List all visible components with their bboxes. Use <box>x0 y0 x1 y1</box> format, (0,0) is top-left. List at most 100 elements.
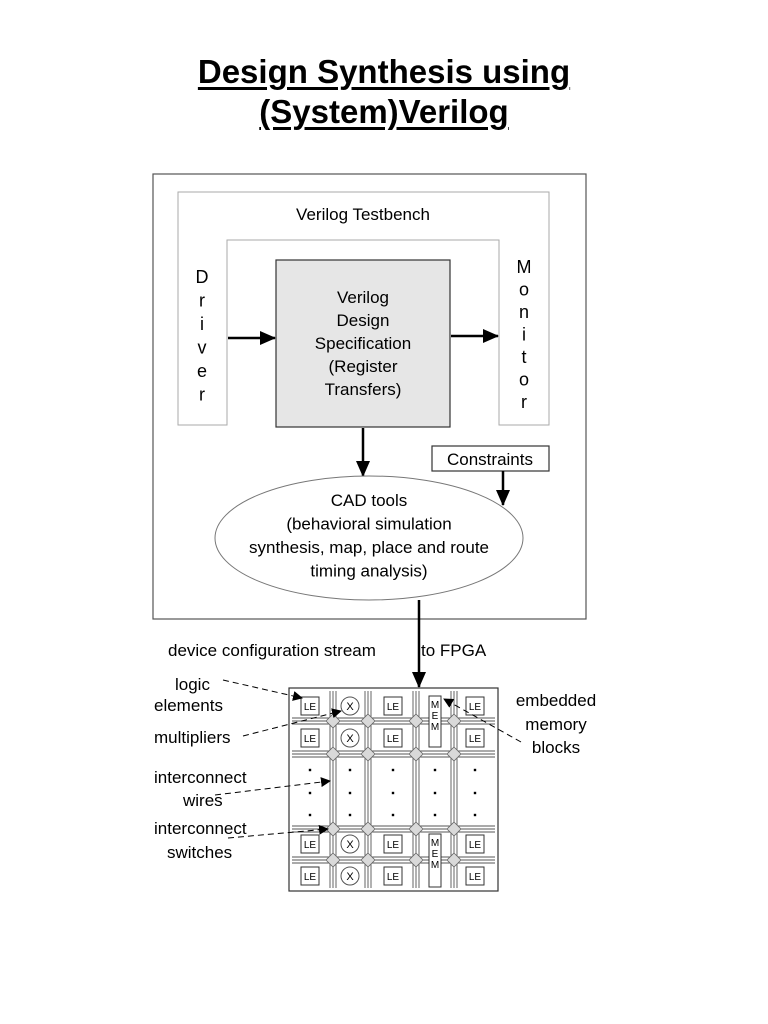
leader-multipliers <box>242 708 342 737</box>
interconnect-switch <box>446 852 462 868</box>
logic-element: LE <box>465 834 485 854</box>
logic-element-label: LE <box>387 734 400 745</box>
stream-label-left: device configuration stream <box>168 641 376 660</box>
driver-letter: i <box>200 314 204 334</box>
monitor-letter: i <box>522 325 526 345</box>
logic-element: LE <box>383 696 403 716</box>
testbench-frame <box>177 191 550 426</box>
monitor-letter: M <box>517 257 532 277</box>
leader-interconnect-switches <box>227 824 329 839</box>
interconnect-switch <box>360 746 376 762</box>
multiplier-symbol: X <box>346 701 354 713</box>
fpga-ellipsis-dots <box>308 768 477 817</box>
logic-element-label: LE <box>469 872 482 883</box>
logic-element-label: LE <box>304 734 317 745</box>
testbench-label: Verilog Testbench <box>296 205 430 224</box>
page-title-line-1: Design Synthesis using <box>197 53 571 90</box>
logic-element-label: LE <box>387 840 400 851</box>
interconnect-switch <box>446 713 462 729</box>
cad-text-line: synthesis, map, place and route <box>249 538 489 557</box>
embedded-memory-block: MEM <box>428 833 442 888</box>
ellipsis-dot <box>348 768 352 772</box>
embedded-memory-label-3: blocks <box>532 738 580 757</box>
interconnect-switch <box>325 852 341 868</box>
design-text-line: (Register <box>329 357 398 376</box>
logic-elements-label-2: elements <box>154 696 223 715</box>
logic-element: LE <box>383 866 403 886</box>
interconnect-wires-label-2: wires <box>182 791 223 810</box>
interconnect-switch <box>408 852 424 868</box>
interconnect-switch <box>408 821 424 837</box>
logic-element-label: LE <box>469 734 482 745</box>
ellipsis-dot <box>308 768 312 772</box>
cad-text-line: CAD tools <box>331 491 408 510</box>
cad-tools-ellipse <box>214 475 524 601</box>
ellipsis-dot <box>473 768 477 772</box>
driver-letter: e <box>197 361 207 381</box>
ellipsis-dot <box>473 791 477 795</box>
ellipsis-dot <box>391 813 395 817</box>
interconnect-switch <box>360 852 376 868</box>
ellipsis-dot <box>308 813 312 817</box>
logic-element: LE <box>300 866 320 886</box>
logic-element-label: LE <box>387 872 400 883</box>
driver-letter: r <box>199 291 205 311</box>
logic-element-label: LE <box>304 702 317 713</box>
multipliers-label: multipliers <box>154 728 231 747</box>
multiplier: X <box>340 728 360 748</box>
page-title-line-2: (System)Verilog <box>259 93 509 130</box>
multiplier-symbol: X <box>346 871 354 883</box>
constraints-box <box>431 445 550 472</box>
interconnect-switch <box>325 746 341 762</box>
interconnect-switches-label-1: interconnect <box>154 819 247 838</box>
logic-element: LE <box>465 728 485 748</box>
multiplier: X <box>340 696 360 716</box>
logic-element-label: LE <box>387 702 400 713</box>
ellipsis-dot <box>473 813 477 817</box>
memory-letter: M <box>431 722 439 733</box>
logic-element-label: LE <box>469 840 482 851</box>
multiplier-symbol: X <box>346 733 354 745</box>
design-specification-box <box>275 259 451 428</box>
logic-element: LE <box>300 834 320 854</box>
design-text-line: Specification <box>315 334 411 353</box>
logic-element: LE <box>383 728 403 748</box>
logic-elements-label-1: logic <box>175 675 210 694</box>
ellipsis-dot <box>348 813 352 817</box>
interconnect-switch <box>446 821 462 837</box>
driver-letter: r <box>199 385 205 405</box>
memory-letter: M <box>431 700 439 711</box>
cad-text-line: (behavioral simulation <box>286 515 451 534</box>
interconnect-wires-label-1: interconnect <box>154 768 247 787</box>
logic-element-label: LE <box>469 702 482 713</box>
logic-element: LE <box>300 728 320 748</box>
monitor-letter: t <box>521 347 526 367</box>
ellipsis-dot <box>433 768 437 772</box>
multiplier-symbol: X <box>346 839 354 851</box>
logic-element: LE <box>383 834 403 854</box>
design-text-line: Verilog <box>337 288 389 307</box>
design-text-line: Design <box>337 311 390 330</box>
leader-logic-elements <box>222 679 303 701</box>
ellipsis-dot <box>348 791 352 795</box>
design-text-line: Transfers) <box>325 380 402 399</box>
stream-label-right: to FPGA <box>421 641 487 660</box>
leader-embedded-memory <box>443 698 522 743</box>
embedded-memory-label-2: memory <box>525 715 587 734</box>
multiplier: X <box>340 834 360 854</box>
constraints-label: Constraints <box>447 450 533 469</box>
memory-letter: M <box>431 838 439 849</box>
logic-element-label: LE <box>304 872 317 883</box>
monitor-letter: o <box>519 280 529 300</box>
interconnect-switch <box>408 713 424 729</box>
logic-element-label: LE <box>304 840 317 851</box>
embedded-memory-label-1: embedded <box>516 691 596 710</box>
driver-letter: v <box>198 338 207 358</box>
interconnect-switch <box>360 821 376 837</box>
driver-letter: D <box>196 267 209 287</box>
cad-text-line: timing analysis) <box>310 562 427 581</box>
